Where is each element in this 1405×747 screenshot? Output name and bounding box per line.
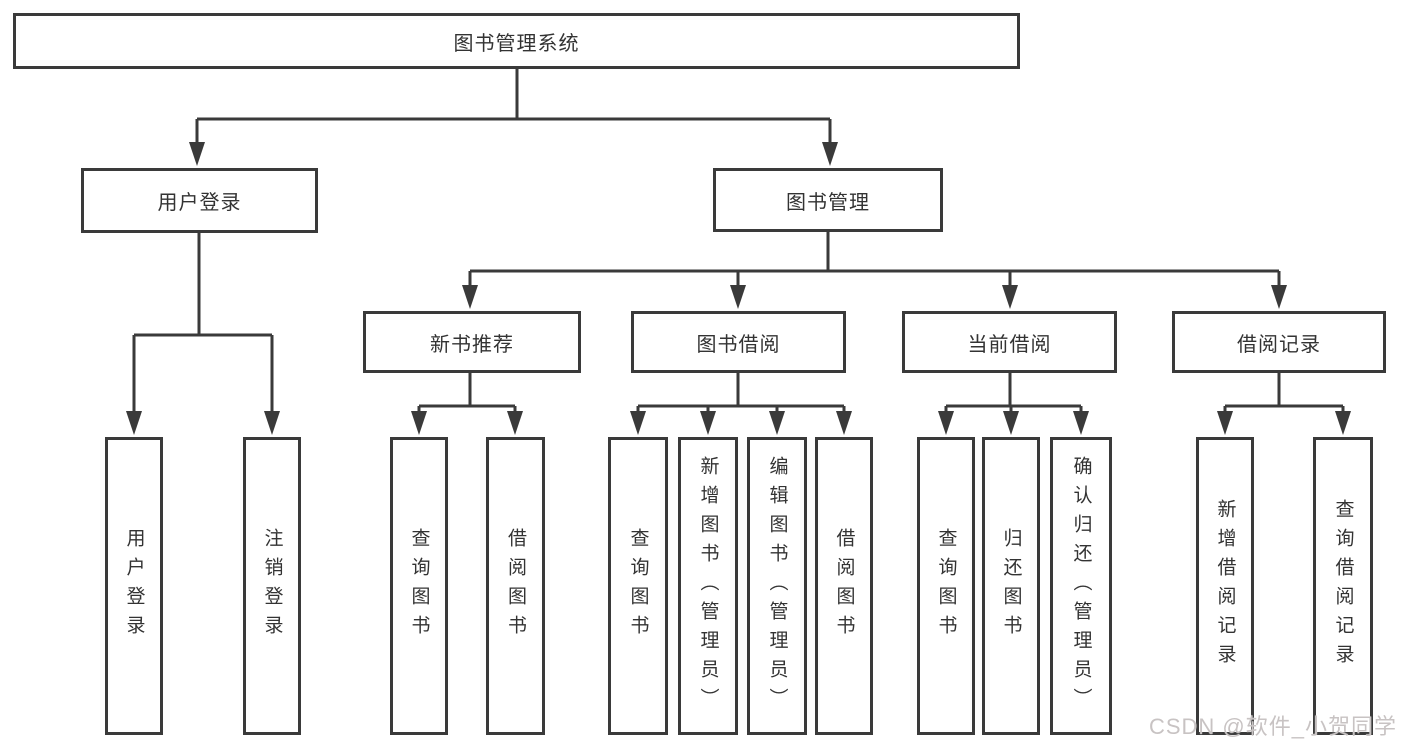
node-new-book-rec-label: 新书推荐 (430, 333, 514, 356)
node-rec-query-books-label: 查询图书 (408, 528, 430, 644)
node-user-login-leaf: 用户登录 (105, 437, 163, 735)
node-borrow-records: 借阅记录 (1172, 311, 1386, 373)
node-current-borrow: 当前借阅 (902, 311, 1117, 373)
node-current-query-books: 查询图书 (917, 437, 975, 735)
node-return-book-label: 归还图书 (1000, 528, 1022, 644)
csdn-watermark: CSDN @软件_小贺同学 (1148, 714, 1397, 739)
node-book-mgmt: 图书管理 (713, 168, 943, 232)
node-root: 图书管理系统 (13, 13, 1020, 69)
node-book-borrow: 图书借阅 (631, 311, 846, 373)
node-return-book: 归还图书 (982, 437, 1040, 735)
node-rec-query-books: 查询图书 (390, 437, 448, 735)
node-add-book-admin-label: 新增图书（管理员） (697, 455, 719, 717)
node-borrow-query-books-label: 查询图书 (627, 528, 649, 644)
node-new-book-rec: 新书推荐 (363, 311, 581, 373)
node-rec-borrow-books-label: 借阅图书 (505, 528, 526, 644)
node-logout-leaf: 注销登录 (243, 437, 301, 735)
node-query-borrow-record: 查询借阅记录 (1313, 437, 1373, 735)
node-user-login: 用户登录 (81, 168, 318, 233)
node-current-query-books-label: 查询图书 (935, 528, 957, 644)
arrowheads-icon (126, 142, 1351, 435)
node-borrow-records-label: 借阅记录 (1237, 333, 1321, 356)
node-edit-book-admin: 编辑图书（管理员） (747, 437, 807, 735)
node-borrow-book-leaf-label: 借阅图书 (833, 528, 855, 644)
node-book-borrow-label: 图书借阅 (696, 333, 781, 356)
node-borrow-book-leaf: 借阅图书 (815, 437, 873, 735)
node-book-mgmt-label: 图书管理 (786, 191, 870, 214)
node-add-borrow-record: 新增借阅记录 (1196, 437, 1254, 735)
node-logout-leaf-label: 注销登录 (261, 528, 283, 644)
node-confirm-return-admin: 确认归还（管理员） (1050, 437, 1112, 735)
node-query-borrow-record-label: 查询借阅记录 (1332, 499, 1354, 673)
node-edit-book-admin-label: 编辑图书（管理员） (766, 455, 788, 717)
node-add-book-admin: 新增图书（管理员） (678, 437, 738, 735)
node-user-login-leaf-label: 用户登录 (123, 528, 145, 644)
node-add-borrow-record-label: 新增借阅记录 (1214, 499, 1236, 673)
node-confirm-return-admin-label: 确认归还（管理员） (1070, 455, 1092, 717)
node-borrow-query-books: 查询图书 (608, 437, 668, 735)
node-user-login-label: 用户登录 (157, 192, 242, 214)
node-root-label: 图书管理系统 (453, 32, 580, 55)
node-rec-borrow-books: 借阅图书 (486, 437, 545, 735)
node-current-borrow-label: 当前借阅 (967, 333, 1052, 356)
